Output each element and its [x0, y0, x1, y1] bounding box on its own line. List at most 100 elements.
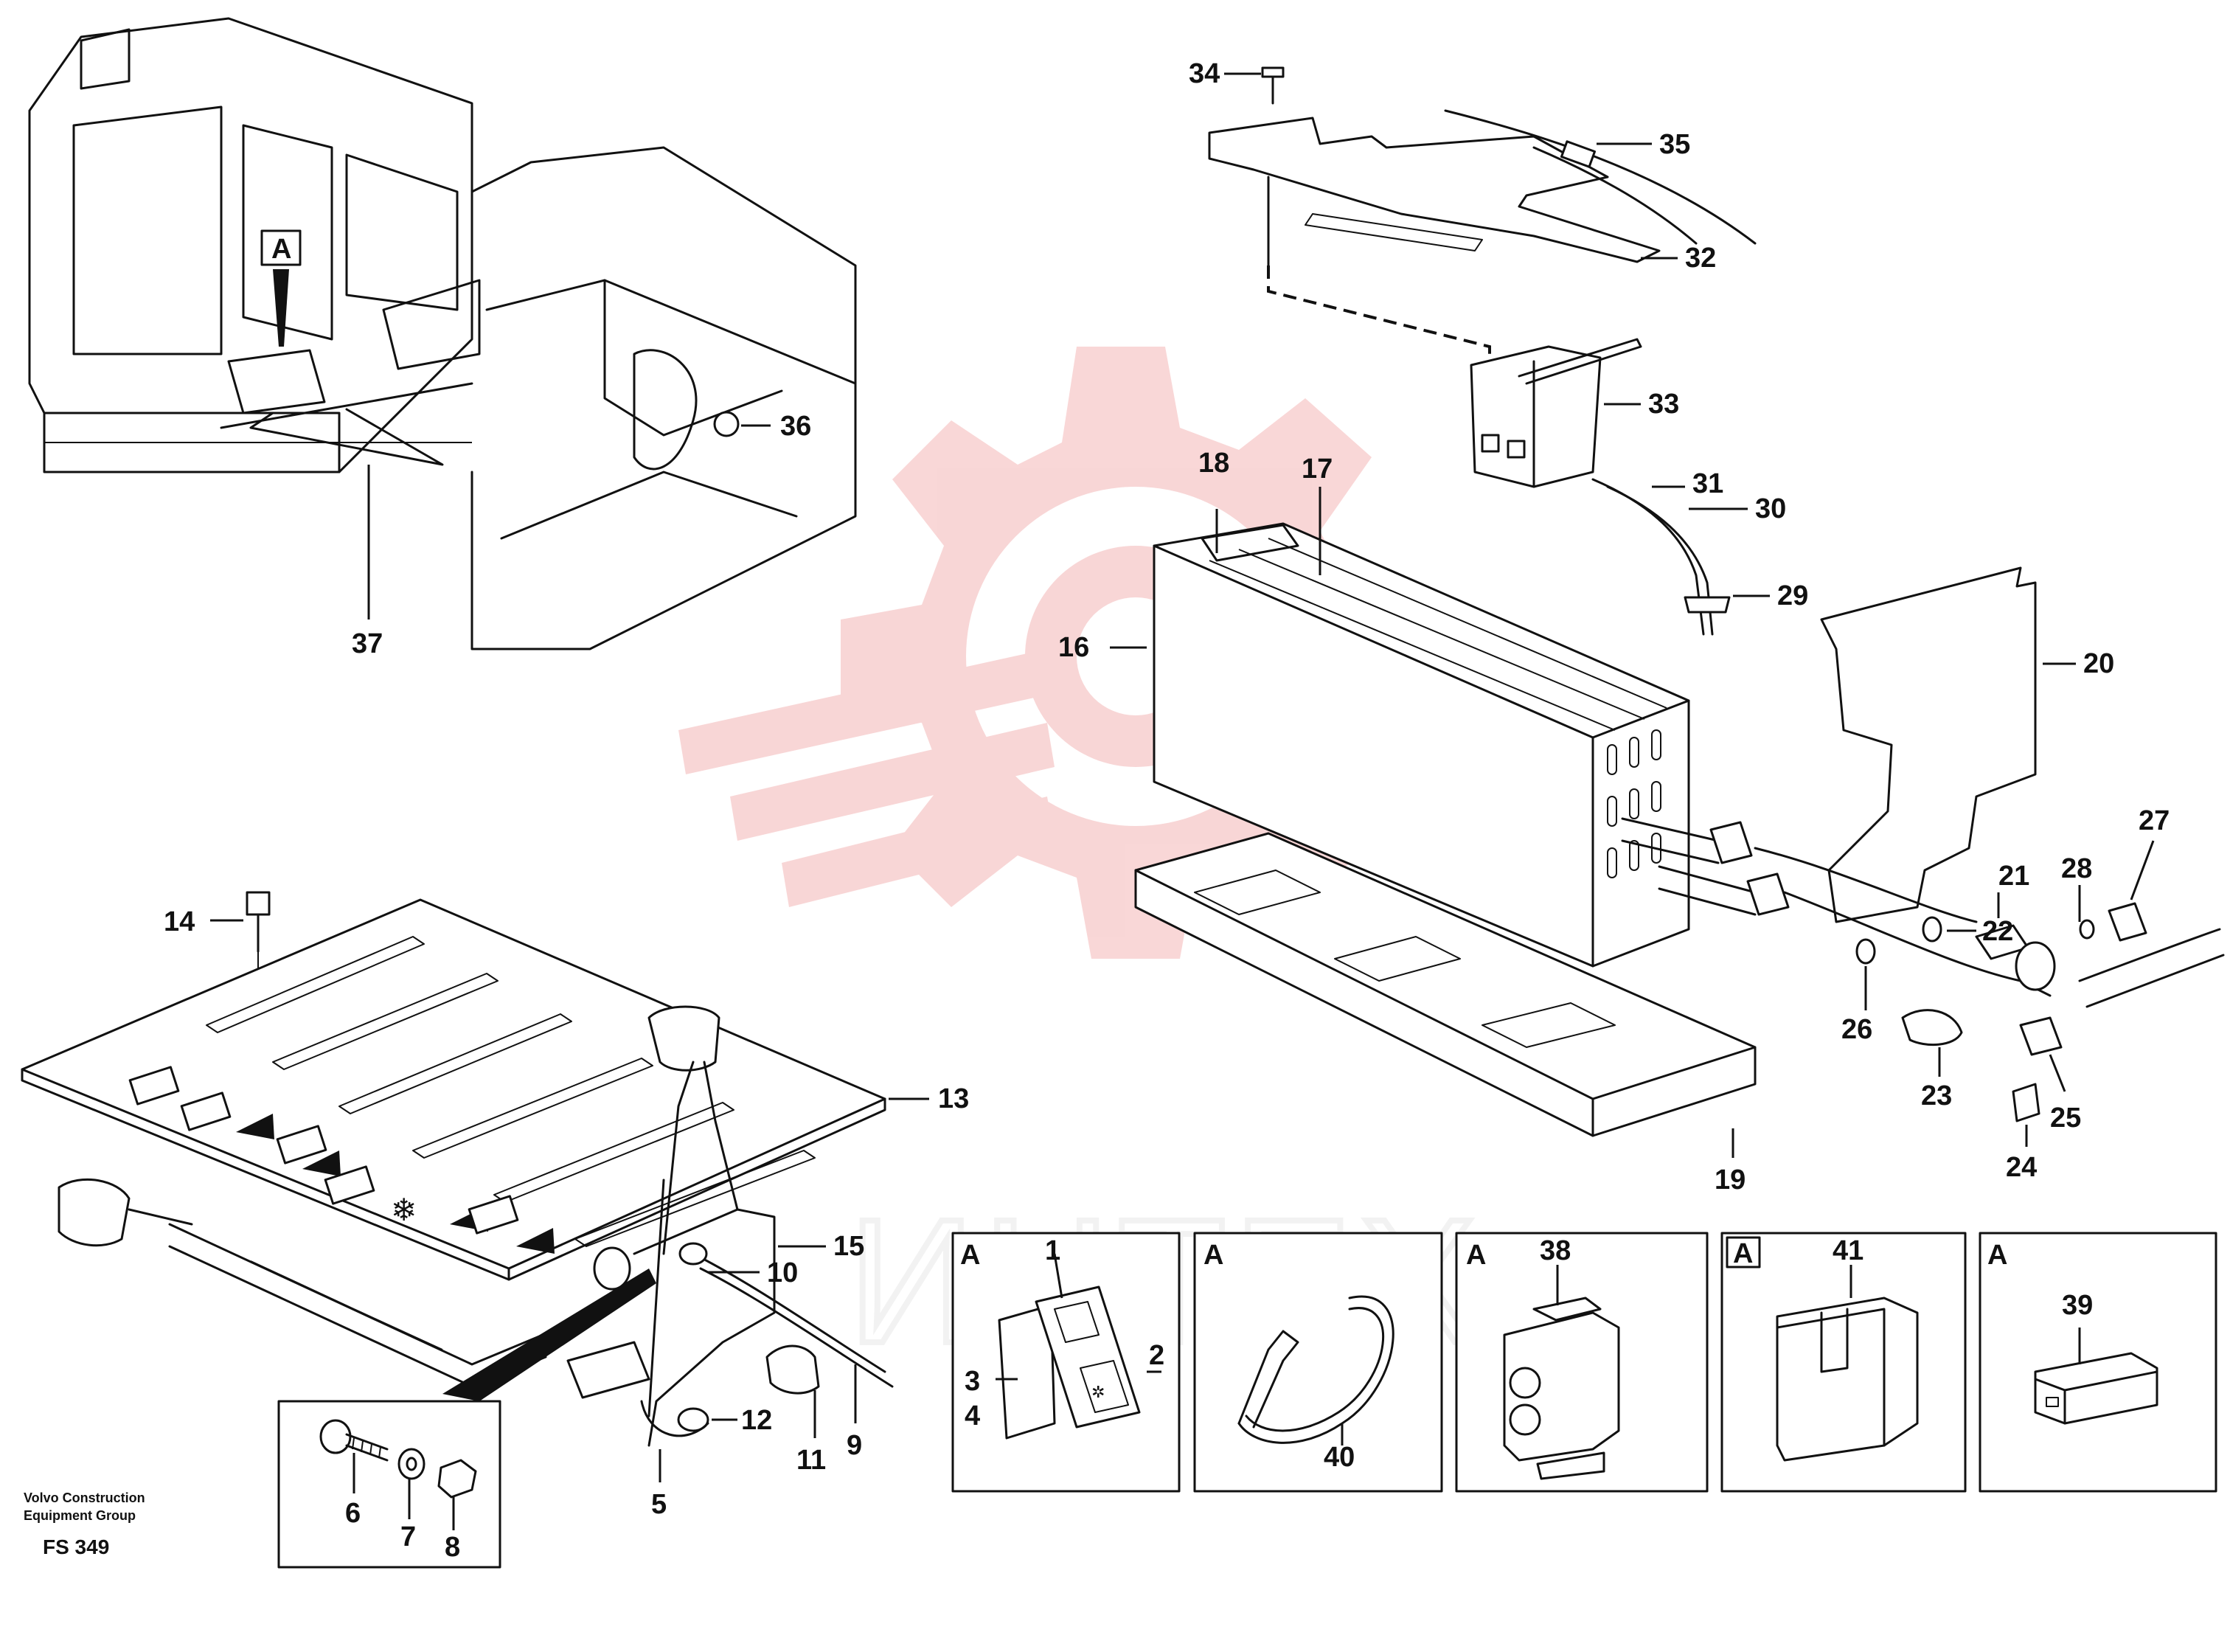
detail-panels-row: A ✲ 1 2 3 4 A 40 A: [951, 1232, 2217, 1493]
watermark-streak-3: [782, 796, 1055, 907]
callout-14: 14: [164, 906, 195, 937]
callout-35: 35: [1659, 129, 1690, 160]
connector-pin-a-icon: [1509, 1367, 1541, 1399]
callout-2: 2: [1149, 1340, 1164, 1371]
connector-pin-b-icon: [1509, 1403, 1541, 1436]
view-marker-box: [260, 229, 302, 266]
callout-15: 15: [833, 1231, 864, 1262]
pipe-nut-lower-icon: [1746, 872, 1790, 916]
watermark-streak-1: [678, 649, 1055, 774]
callout-10: 10: [767, 1257, 798, 1288]
callout-34: 34: [1189, 58, 1220, 89]
callout-7: 7: [400, 1521, 416, 1552]
cable-end-12-icon: [677, 1407, 709, 1432]
callout-31: 31: [1692, 468, 1723, 499]
o-ring-26-icon: [1855, 938, 1876, 965]
detail-panel-2-label: A: [1203, 1240, 1223, 1271]
control-panel-assembly: ❄: [21, 891, 969, 1520]
washer-28-icon: [2079, 919, 2095, 940]
callout-11: 11: [796, 1445, 826, 1476]
screw-head-6-icon: [319, 1419, 352, 1454]
callout-38: 38: [1540, 1235, 1571, 1266]
callout-30: 30: [1755, 493, 1786, 524]
bolt-14-icon: [246, 891, 271, 916]
callout-20: 20: [2083, 648, 2114, 679]
cover-plate-20: [1820, 566, 2037, 923]
panel-symbol-temp-ramp-icon: [302, 1150, 341, 1176]
relay-terminal-a-icon: [1481, 434, 1500, 453]
callout-32: 32: [1685, 243, 1716, 274]
view-marker-arrow-icon: [273, 269, 289, 347]
panel-symbol-strip: ❄: [128, 1066, 555, 1254]
callout-8: 8: [445, 1532, 460, 1563]
fitting-36-icon: [713, 411, 740, 437]
panel-symbol-floor-icon: [276, 1125, 327, 1165]
nut-27-icon: [2108, 902, 2147, 942]
callout-36: 36: [780, 411, 811, 442]
callout-33: 33: [1648, 389, 1679, 420]
callout-37: 37: [352, 628, 383, 659]
detail-panel-1-label: A: [960, 1240, 980, 1271]
base-plate-19: [1134, 832, 1757, 1137]
bolt-34-icon: [1261, 66, 1285, 78]
bracket-32: [1208, 117, 1661, 263]
detail-panel-4-label: A: [1733, 1238, 1753, 1269]
pipe-nut-upper-icon: [1709, 821, 1753, 864]
callout-24: 24: [2006, 1152, 2037, 1183]
clamp-23-icon: [1901, 1009, 1963, 1047]
callout-26: 26: [1841, 1014, 1872, 1045]
callout-21: 21: [1998, 861, 2029, 892]
cable-sleeve-35-icon: [1560, 140, 1597, 168]
control-knob-icon: [647, 1005, 720, 1072]
floor-hatch-plate: [227, 349, 326, 414]
callout-25: 25: [2050, 1103, 2081, 1134]
heater-core-16: [1153, 522, 1690, 968]
publisher-credit-line-1: Volvo Construction: [24, 1490, 145, 1505]
cover-and-fittings: 20 27 21 28 22 26 23 24 25: [1754, 566, 2225, 1183]
callout-17: 17: [1302, 454, 1333, 485]
detail-panel-4-label-box: [1726, 1236, 1761, 1268]
panel-symbol-vent-icon: [180, 1092, 232, 1131]
callout-29: 29: [1777, 580, 1808, 611]
cable-tie-40-icon: [1237, 1295, 1394, 1444]
publisher-credit-line-2: Equipment Group: [24, 1508, 136, 1523]
detail-panel-terminal: A 39: [1979, 1232, 2217, 1493]
watermark-streak-2: [730, 723, 1055, 841]
switch-fan-symbol-icon: ✲: [1091, 1384, 1105, 1402]
panel-symbol-recirculation-icon: [324, 1165, 375, 1205]
rocker-switch-1-icon: [1035, 1285, 1141, 1429]
o-ring-22-icon: [1922, 916, 1942, 943]
figure-code: FS 349: [43, 1535, 110, 1558]
callout-4: 4: [965, 1401, 980, 1431]
panel-symbol-snowflake-icon: ❄: [391, 1192, 417, 1228]
relay-terminal-b-icon: [1507, 440, 1526, 459]
machine-overview: A 36 37: [28, 17, 857, 659]
clip-11-icon: [765, 1344, 820, 1395]
bushing-24-icon: [2012, 1083, 2040, 1122]
panel-symbol-airflow-icon: [128, 1066, 180, 1106]
callout-6: 6: [345, 1498, 361, 1529]
panel-symbol-fan-ramp-icon: [236, 1114, 274, 1139]
view-marker-label: A: [271, 234, 291, 265]
detail-panel-switch: A ✲ 1 2 3 4: [951, 1232, 1181, 1493]
detail-panel-cable-tie: A 40: [1193, 1232, 1443, 1493]
callout-3: 3: [965, 1366, 980, 1397]
callout-41: 41: [1833, 1235, 1863, 1266]
detail-panel-relay: A 41: [1720, 1232, 1967, 1493]
cable-end-10-icon: [678, 1242, 708, 1266]
nut-8-icon: [437, 1459, 477, 1499]
detail-panel-5-label: A: [1987, 1240, 2007, 1271]
callout-9: 9: [847, 1430, 862, 1461]
detail-pointer-wedge-icon: [442, 1268, 656, 1401]
cable-clip-left-icon: [58, 1178, 131, 1247]
heater-core-assembly: 16 18 17 19: [1058, 448, 1790, 1195]
panel-grommet-icon: [593, 1246, 631, 1291]
callout-40: 40: [1324, 1442, 1355, 1473]
detail-panel-3-label: A: [1466, 1240, 1486, 1271]
callout-12: 12: [741, 1405, 772, 1436]
valve-knob-21-icon: [2015, 941, 2056, 991]
callout-16: 16: [1058, 632, 1089, 663]
callout-19: 19: [1715, 1165, 1746, 1195]
mounting-bracket-assembly: 34 35 32 33 31 30 29: [1189, 58, 1808, 636]
control-valve-5-icon: [566, 1341, 650, 1399]
